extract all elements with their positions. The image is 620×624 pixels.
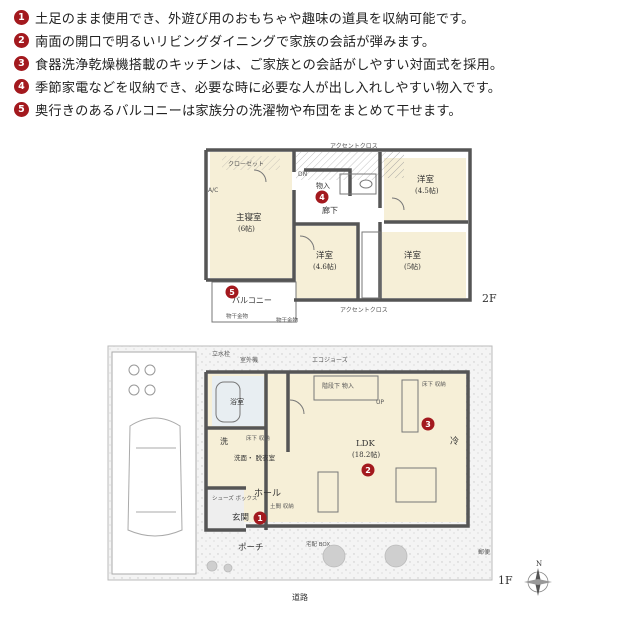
note-text: 奥行きのあるバルコニーは家族分の洗濯物や布団をまとめて干せます。 [35, 104, 462, 119]
marker-5 [225, 285, 239, 299]
parking-space [111, 351, 197, 575]
room-se-floor [382, 232, 466, 298]
master-bedroom-label: 主寝室 [236, 212, 262, 223]
marker-3-number: 3 [425, 420, 431, 429]
floor-2-walls [204, 148, 472, 302]
floor-2-fixtures [253, 169, 405, 299]
note-number-badge: 3 [14, 56, 29, 71]
genkan-floor [208, 488, 244, 528]
porch-label: ポーチ [238, 543, 264, 553]
greenery [206, 544, 408, 573]
master-bedroom-size: (6帖) [238, 224, 255, 233]
dryer-hardware-2: 物干金物 [276, 316, 299, 324]
floor-storage-label-2: 床下 収納 [422, 380, 446, 388]
under-stairs-storage-label: 階段下 物入 [322, 382, 354, 390]
entrance-label: 玄関 [232, 512, 249, 523]
note-item: 3 食器洗浄乾燥機搭載のキッチンは、ご家族との会話がしやすい対面式を採用。 [14, 52, 614, 75]
note-item: 1 土足のまま使用でき、外遊び用のおもちゃや趣味の道具を収納可能です。 [14, 6, 614, 29]
marker-4-number: 4 [319, 193, 325, 202]
floor-2-level-label: 2F [482, 292, 497, 305]
room-ne-size: (4.5帖) [415, 186, 439, 195]
room-se-size: (5帖) [404, 262, 421, 271]
wash-label: 洗 [220, 436, 228, 446]
floor-1-fixtures [215, 375, 437, 513]
delivery-box-label: 宅配 BOX [306, 540, 330, 548]
marker-4 [315, 190, 329, 204]
accent-cross-label-bottom: アクセントクロス [340, 307, 388, 314]
note-number-badge: 1 [14, 10, 29, 25]
floor-1-walls [204, 370, 470, 532]
marker-1 [253, 511, 267, 525]
closet-hatch [222, 156, 280, 170]
corridor-label: 廊下 [322, 205, 338, 215]
room-sw-size: (4.6帖) [313, 262, 337, 271]
marker-5-number: 5 [229, 288, 235, 297]
marker-2-number: 2 [365, 466, 371, 475]
note-number-badge: 5 [14, 102, 29, 117]
mailbox-label: 郵便 [478, 548, 490, 556]
note-text: 土足のまま使用でき、外遊び用のおもちゃや趣味の道具を収納可能です。 [35, 12, 475, 27]
hall-label: ホール [254, 488, 281, 499]
marker-2 [361, 463, 375, 477]
note-text: 南面の開口で明るいリビングダイニングで家族の会話が弾みます。 [35, 35, 436, 50]
outdoor-unit-label: 室外機 [240, 356, 258, 364]
balcony-label: バルコニー [232, 296, 272, 305]
accent-cross-label-top: アクセントクロス [330, 143, 378, 150]
fridge-label: 冷 [450, 435, 459, 447]
dining-table [395, 467, 437, 503]
ldk-label: LDK [356, 439, 375, 449]
void-hatch [296, 152, 386, 180]
room-ne-label: 洋室 [417, 174, 435, 185]
marker-1-number: 1 [257, 514, 263, 523]
ldk-size: (18.2帖) [352, 450, 380, 459]
bicycles [128, 364, 156, 396]
note-number-badge: 4 [14, 79, 29, 94]
entrance-storage-label: 土間 収納 [270, 502, 294, 510]
balcony-area [211, 281, 297, 323]
down-stairs-label: DN [298, 171, 307, 178]
bath-label: 浴室 [230, 397, 244, 406]
master-bedroom-floor [210, 152, 292, 278]
floor-2-plan: アクセントクロス クローゼット 主寝室 (6帖) 洋室 (4.5帖) 洋室 (4… [204, 143, 497, 324]
car-outline [127, 417, 183, 537]
powder-room-label: 洗面・ 脱衣室 [234, 453, 276, 462]
room-se-label: 洋室 [404, 250, 422, 261]
road-label: 道路 [292, 592, 308, 602]
room-sw-label: 洋室 [316, 250, 334, 261]
floor-1-level-label: 1F [498, 574, 513, 587]
north-label: N [536, 560, 542, 568]
note-item: 4 季節家電などを収納でき、必要な時に必要な人が出し入れしやすい物入です。 [14, 75, 614, 98]
kitchen-counter [401, 379, 419, 433]
note-item: 2 南面の開口で明るいリビングダイニングで家族の会話が弾みます。 [14, 29, 614, 52]
feature-notes: 1 土足のまま使用でき、外遊び用のおもちゃや趣味の道具を収納可能です。 2 南面の開… [14, 6, 614, 121]
marker-3 [421, 417, 435, 431]
note-item: 5 奥行きのあるバルコニーは家族分の洗濯物や布団をまとめて干せます。 [14, 98, 614, 121]
note-number-badge: 2 [14, 33, 29, 48]
sofa [317, 471, 339, 513]
bathtub [215, 381, 241, 423]
ecojozu-label: エコジョーズ [312, 356, 348, 364]
dryer-hardware-1: 物干金物 [226, 312, 249, 320]
room-sw-floor [296, 226, 356, 298]
floor-1-plan: 立水栓 室外機 エコジョーズ 浴室 洗 洗面・ 脱衣室 床下 収納 床下 収納 … [107, 345, 552, 602]
note-text: 季節家電などを収納でき、必要な時に必要な人が出し入れしやすい物入です。 [35, 81, 502, 96]
accent-wall-hatch [386, 152, 404, 178]
note-text: 食器洗浄乾燥機搭載のキッチンは、ご家族との会話がしやすい対面式を採用。 [35, 58, 504, 73]
floor-storage-label-1: 床下 収納 [246, 434, 270, 442]
up-stairs-label: UP [376, 399, 384, 406]
toilet [339, 173, 377, 195]
shoe-box-label: シューズ ボックス [212, 494, 257, 502]
storage-label: 物入 [316, 181, 330, 190]
north-arrow-icon [524, 568, 552, 596]
closet-label: クローゼット [228, 160, 264, 168]
water-tap-label: 立水栓 [212, 350, 230, 358]
ac-label-2f: A/C [208, 187, 218, 194]
